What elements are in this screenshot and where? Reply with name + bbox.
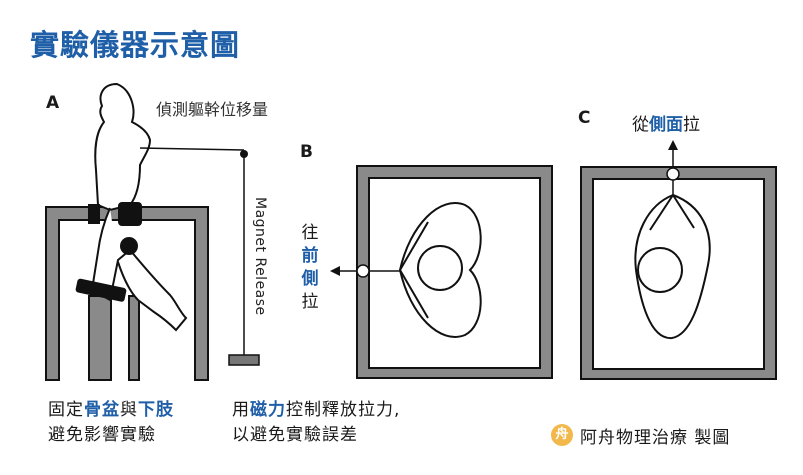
pull-b-char-2: 前 [301,246,319,266]
pull-highlight: 側面 [649,115,683,135]
caption-left-highlight-1: 骨盆 [84,400,120,420]
panel-label-a: A [46,93,60,113]
pull-side-label-b: 往 前 側 拉 [300,222,320,314]
panel-b-pull-arrow [330,264,400,278]
caption-right-text-1: 用 [232,400,250,420]
human-figure [90,82,188,332]
logo-icon: 舟 [551,424,573,446]
pull-suffix: 拉 [683,115,700,135]
panel-label-c: C [578,108,591,128]
pull-side-label-c: 從側面拉 [632,110,700,135]
panel-c-pull-arrow [666,140,680,195]
caption-left-text-2: 與 [120,400,138,420]
caption-right: 用磁力控制釋放拉力, 以避免實驗誤差 [232,398,400,448]
pull-b-char-3: 側 [301,269,319,289]
pull-prefix: 從 [632,115,649,135]
caption-right-line-2: 以避免實驗誤差 [232,425,358,445]
caption-left-highlight-2: 下肢 [138,400,174,420]
caption-right-highlight: 磁力 [250,400,286,420]
shin-pad [75,278,127,302]
panel-c-body-outline [634,193,711,340]
caption-left: 固定骨盆與下肢 避免影響實驗 [48,398,174,448]
pull-b-char-1: 往 [301,223,319,243]
page-title: 實驗儀器示意圖 [30,28,241,62]
pelvis-pad-left [88,204,100,224]
trunk-displacement-label: 偵測軀幹位移量 [156,100,269,119]
pull-b-char-4: 拉 [301,292,319,312]
panel-a-frame [45,206,209,381]
panel-b-frame [356,165,553,379]
pelvis-pad-right [118,202,142,226]
credit-text: 阿舟物理治療 製圖 [580,428,731,448]
magnet-release-label: Magnet Release [252,197,268,316]
panel-c-frame [580,166,777,380]
magnet-cable [139,147,245,355]
caption-left-text-1: 固定 [48,400,84,420]
panel-label-b: B [300,142,313,162]
caption-right-text-2: 控制釋放拉力, [286,400,401,420]
panel-b-body-outline [398,202,482,338]
knee-pad [120,237,138,255]
magnet-base [228,354,260,366]
pulley [240,150,248,158]
caption-left-line-2: 避免影響實驗 [48,425,156,445]
